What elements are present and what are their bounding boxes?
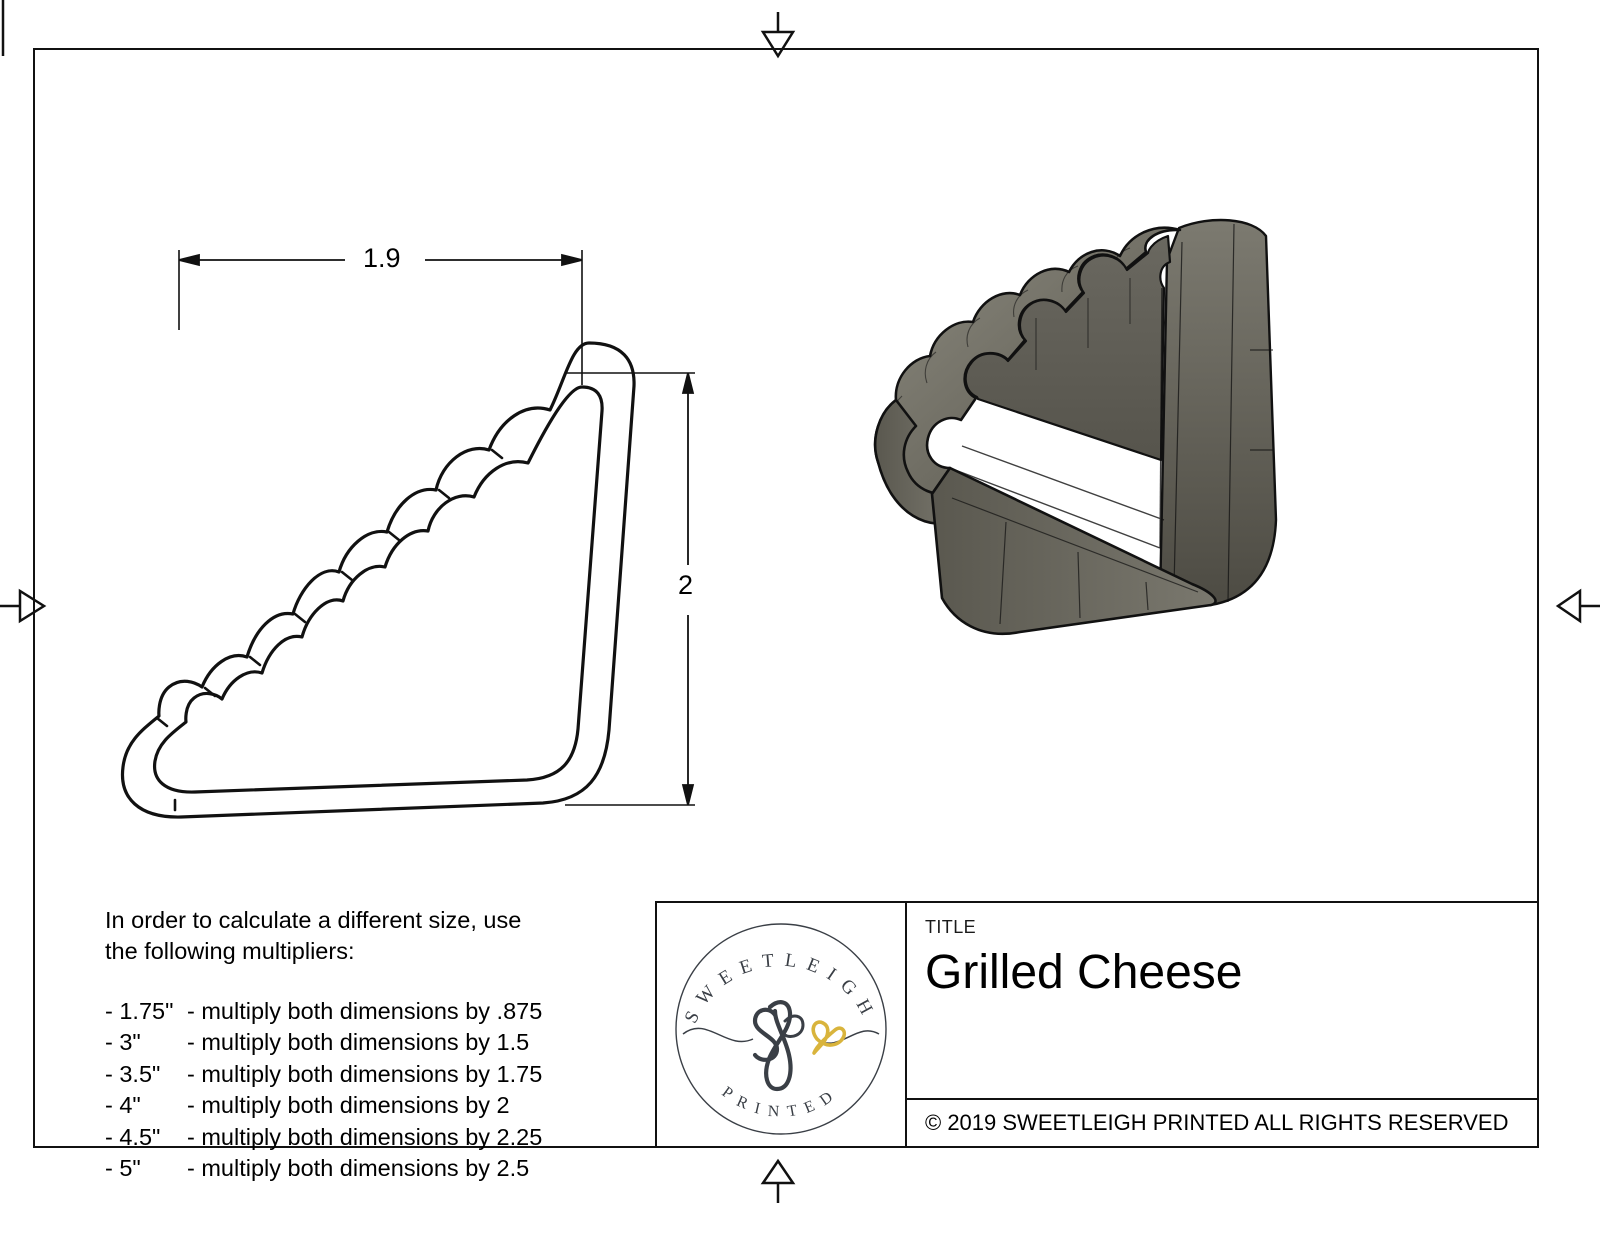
cutter-inner-outline — [152, 385, 604, 794]
cutter-seam-lines — [949, 287, 1165, 549]
page-title: Grilled Cheese — [925, 946, 1243, 999]
notes-list: - 1.75" - multiply both dimensions by .8… — [105, 996, 645, 1185]
outline-view-2d — [120, 250, 695, 819]
logo-arc-top-text: SWEETLEIGH — [681, 950, 882, 1027]
list-item: - 1.75" - multiply both dimensions by .8… — [105, 996, 645, 1027]
list-item: - 4.5" - multiply both dimensions by 2.2… — [105, 1122, 645, 1153]
logo-monogram — [752, 1000, 805, 1092]
height-dimension-label: 2 — [672, 572, 700, 599]
sweetleigh-printed-logo: SWEETLEIGH PRINTED — [675, 923, 887, 1135]
height-dimension-line — [681, 372, 695, 806]
list-item: - 4" - multiply both dimensions by 2 — [105, 1090, 645, 1121]
list-item: - 3" - multiply both dimensions by 1.5 — [105, 1027, 645, 1058]
note-text: - multiply both dimensions by 2.5 — [187, 1155, 530, 1182]
list-item: - 5" - multiply both dimensions by 2.5 — [105, 1153, 645, 1184]
center-mark-bottom — [760, 1158, 796, 1203]
logo-heart-icon — [811, 1020, 847, 1055]
center-mark-left — [0, 588, 47, 624]
extension-lines — [178, 250, 695, 806]
outline-seam-ticks — [155, 448, 504, 812]
cutter-back-wall — [1158, 218, 1278, 607]
logo-circle — [675, 923, 887, 1135]
note-text: - multiply both dimensions by 1.75 — [187, 1060, 543, 1087]
title-cell: TITLE Grilled Cheese — [907, 903, 1537, 1098]
note-text: - multiply both dimensions by 2.25 — [187, 1123, 543, 1150]
title-label: TITLE — [925, 917, 977, 937]
note-size: - 3.5" — [105, 1060, 161, 1087]
title-block: SWEETLEIGH PRINTED TI — [655, 901, 1539, 1148]
cutter-left-corner — [873, 398, 962, 525]
note-size: - 4" — [105, 1092, 141, 1119]
corner-tick-topleft — [1, 0, 5, 56]
note-size: - 4.5" — [105, 1123, 161, 1150]
center-mark-right — [1555, 588, 1600, 624]
copyright-notice: © 2019 SWEETLEIGH PRINTED ALL RIGHTS RES… — [907, 1098, 1537, 1146]
note-size: - 1.75" — [105, 997, 174, 1024]
title-block-right: TITLE Grilled Cheese © 2019 SWEETLEIGH P… — [907, 903, 1537, 1146]
note-size: - 3" — [105, 1029, 141, 1056]
notes-intro: In order to calculate a different size, … — [105, 907, 522, 965]
logo-flourish-left — [682, 1027, 754, 1043]
note-size: - 5" — [105, 1155, 141, 1182]
list-item: - 3.5" - multiply both dimensions by 1.7… — [105, 1059, 645, 1090]
size-multiplier-notes: In order to calculate a different size, … — [105, 905, 645, 1185]
cutter-outer-outline — [120, 341, 636, 819]
cutter-bottom-wall — [930, 466, 1217, 635]
isometric-render-3d — [873, 218, 1278, 635]
cutter-inner-wall — [964, 234, 1172, 462]
note-text: - multiply both dimensions by 2 — [187, 1092, 510, 1119]
note-text: - multiply both dimensions by 1.5 — [187, 1029, 530, 1056]
width-dimension-line — [178, 253, 583, 267]
logo-cell: SWEETLEIGH PRINTED — [657, 903, 907, 1146]
note-text: - multiply both dimensions by .875 — [187, 997, 543, 1024]
width-dimension-label: 1.9 — [357, 245, 407, 272]
